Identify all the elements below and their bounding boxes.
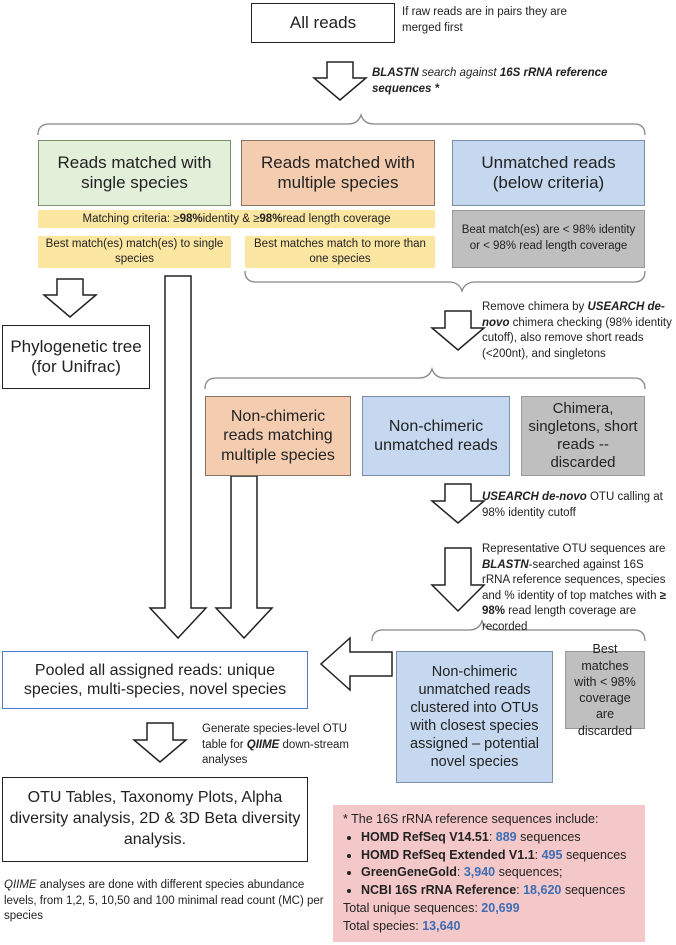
bracket-unmatched	[244, 270, 646, 294]
multi-match-criteria: Best matches match to more than one spec…	[245, 236, 435, 268]
arrow-down-icon	[311, 61, 369, 101]
best-matches-discarded-box: Best matches with < 98% coverage are dis…	[565, 642, 645, 738]
qiime-note: QIIME analyses are done with different s…	[4, 879, 324, 923]
arrow-down-icon	[429, 310, 487, 351]
otu-tables-box: OTU Tables, Taxonomy Plots, Alpha divers…	[2, 777, 308, 862]
all-reads-label: All reads	[289, 12, 357, 32]
unmatched-box: Unmatched reads (below criteria)	[452, 140, 645, 206]
matching-criteria: Matching criteria: ≥ 98% identity & ≥ 98…	[38, 210, 435, 228]
phylogenetic-tree-box: Phylogenetic tree (for Unifrac)	[2, 325, 150, 389]
arrow-down-icon	[41, 278, 99, 318]
multiple-species-label: Reads matched with multiple species	[260, 152, 416, 192]
single-species-label: Reads matched with single species	[57, 152, 212, 192]
total-unique-sequences: Total unique sequences: 20,699	[343, 900, 520, 915]
nonchimeric-unmatched-box: Non-chimeric unmatched reads	[362, 396, 510, 476]
total-species: Total species: 13,640	[343, 918, 461, 933]
discarded-box: Chimera, singletons, short reads --disca…	[521, 396, 645, 476]
otu-calling-note: USEARCH de-novo OTU calling at 98% ident…	[482, 491, 663, 519]
long-arrow-down-icon	[148, 275, 208, 640]
unmatched-criteria: Beat match(es) are < 98% identity or < 9…	[452, 210, 645, 268]
long-arrow-down-icon	[214, 475, 274, 640]
arrow-down-icon	[430, 547, 486, 613]
single-match-criteria: Best match(es) match(es) to single speci…	[38, 236, 231, 268]
arrow-down-icon	[131, 722, 189, 763]
reference-header: * The 16S rRNA reference sequences inclu…	[343, 812, 599, 826]
multiple-species-box: Reads matched with multiple species	[241, 140, 435, 206]
blast-note: BLASTN search against 16S rRNA reference…	[372, 67, 608, 95]
bracket-chimera	[204, 366, 646, 390]
reference-list: HOMD RefSeq V14.51: 889 sequences HOMD R…	[343, 829, 635, 900]
reference-item: HOMD RefSeq Extended V1.1: 495 sequences	[361, 847, 635, 865]
all-reads-box: All reads	[251, 3, 395, 43]
unmatched-label: Unmatched reads (below criteria)	[481, 152, 616, 192]
reference-item: GreenGeneGold: 3,940 sequences;	[361, 864, 635, 882]
bracket-top	[37, 112, 646, 136]
chimera-note: Remove chimera by USEARCH de-novo chimer…	[482, 301, 672, 360]
single-species-box: Reads matched with single species	[38, 140, 231, 206]
reference-item: HOMD RefSeq V14.51: 889 sequences	[361, 829, 635, 847]
arrow-down-icon	[429, 483, 487, 524]
nonchimeric-multi-box: Non-chimeric reads matching multiple spe…	[205, 396, 351, 476]
arrow-left-icon	[319, 636, 393, 692]
representative-note: Representative OTU sequences are BLASTN-…	[482, 543, 667, 633]
generate-otu-note: Generate species-level OTU table for QII…	[202, 723, 350, 767]
clustered-otu-box: Non-chimeric unmatched reads clustered i…	[396, 651, 553, 783]
reference-item: NCBI 16S rRNA Reference: 18,620 sequence…	[361, 882, 635, 900]
reference-sequences-box: * The 16S rRNA reference sequences inclu…	[333, 805, 645, 942]
pooled-reads-box: Pooled all assigned reads: unique specie…	[2, 651, 308, 709]
pair-note: If raw reads are in pairs they are merge…	[402, 6, 567, 34]
